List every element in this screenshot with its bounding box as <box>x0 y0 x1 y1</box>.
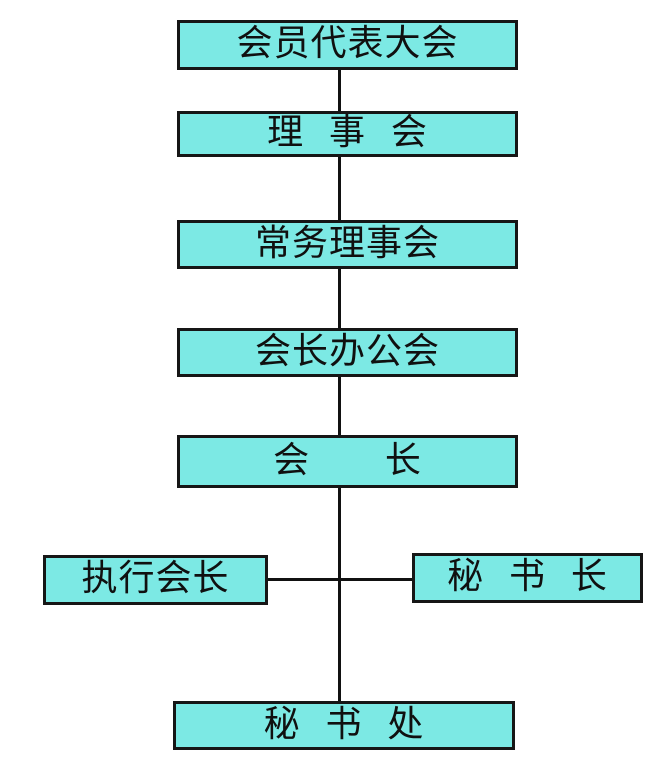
connector-office-president <box>338 377 341 435</box>
connector-president-secretariat <box>338 488 341 701</box>
org-box-president-office-label: 会长办公会 <box>254 330 440 372</box>
org-box-member-congress: 会员代表大会 <box>177 20 518 70</box>
org-box-council: 理 事 会 <box>177 111 518 157</box>
org-box-standing-council: 常务理事会 <box>177 220 518 269</box>
org-box-secretariat: 秘 书 处 <box>173 701 515 750</box>
org-box-secretary-general: 秘 书 长 <box>412 553 643 603</box>
org-box-president-label: 会 长 <box>273 439 422 481</box>
org-box-standing-council-label: 常务理事会 <box>254 222 440 264</box>
org-box-president: 会 长 <box>177 435 518 488</box>
org-box-executive-president-label: 执行会长 <box>81 558 230 599</box>
org-box-executive-president: 执行会长 <box>43 555 268 605</box>
org-box-president-office: 会长办公会 <box>177 328 518 377</box>
connector-executive-secretarygeneral <box>268 578 412 581</box>
connector-congress-council <box>338 70 341 111</box>
org-box-member-congress-label: 会员代表大会 <box>236 23 459 64</box>
org-box-council-label: 理 事 会 <box>267 112 428 153</box>
connector-standing-office <box>338 269 341 328</box>
connector-council-standing <box>338 157 341 220</box>
org-box-secretary-general-label: 秘 书 长 <box>447 556 608 597</box>
org-box-secretariat-label: 秘 书 处 <box>263 703 425 745</box>
